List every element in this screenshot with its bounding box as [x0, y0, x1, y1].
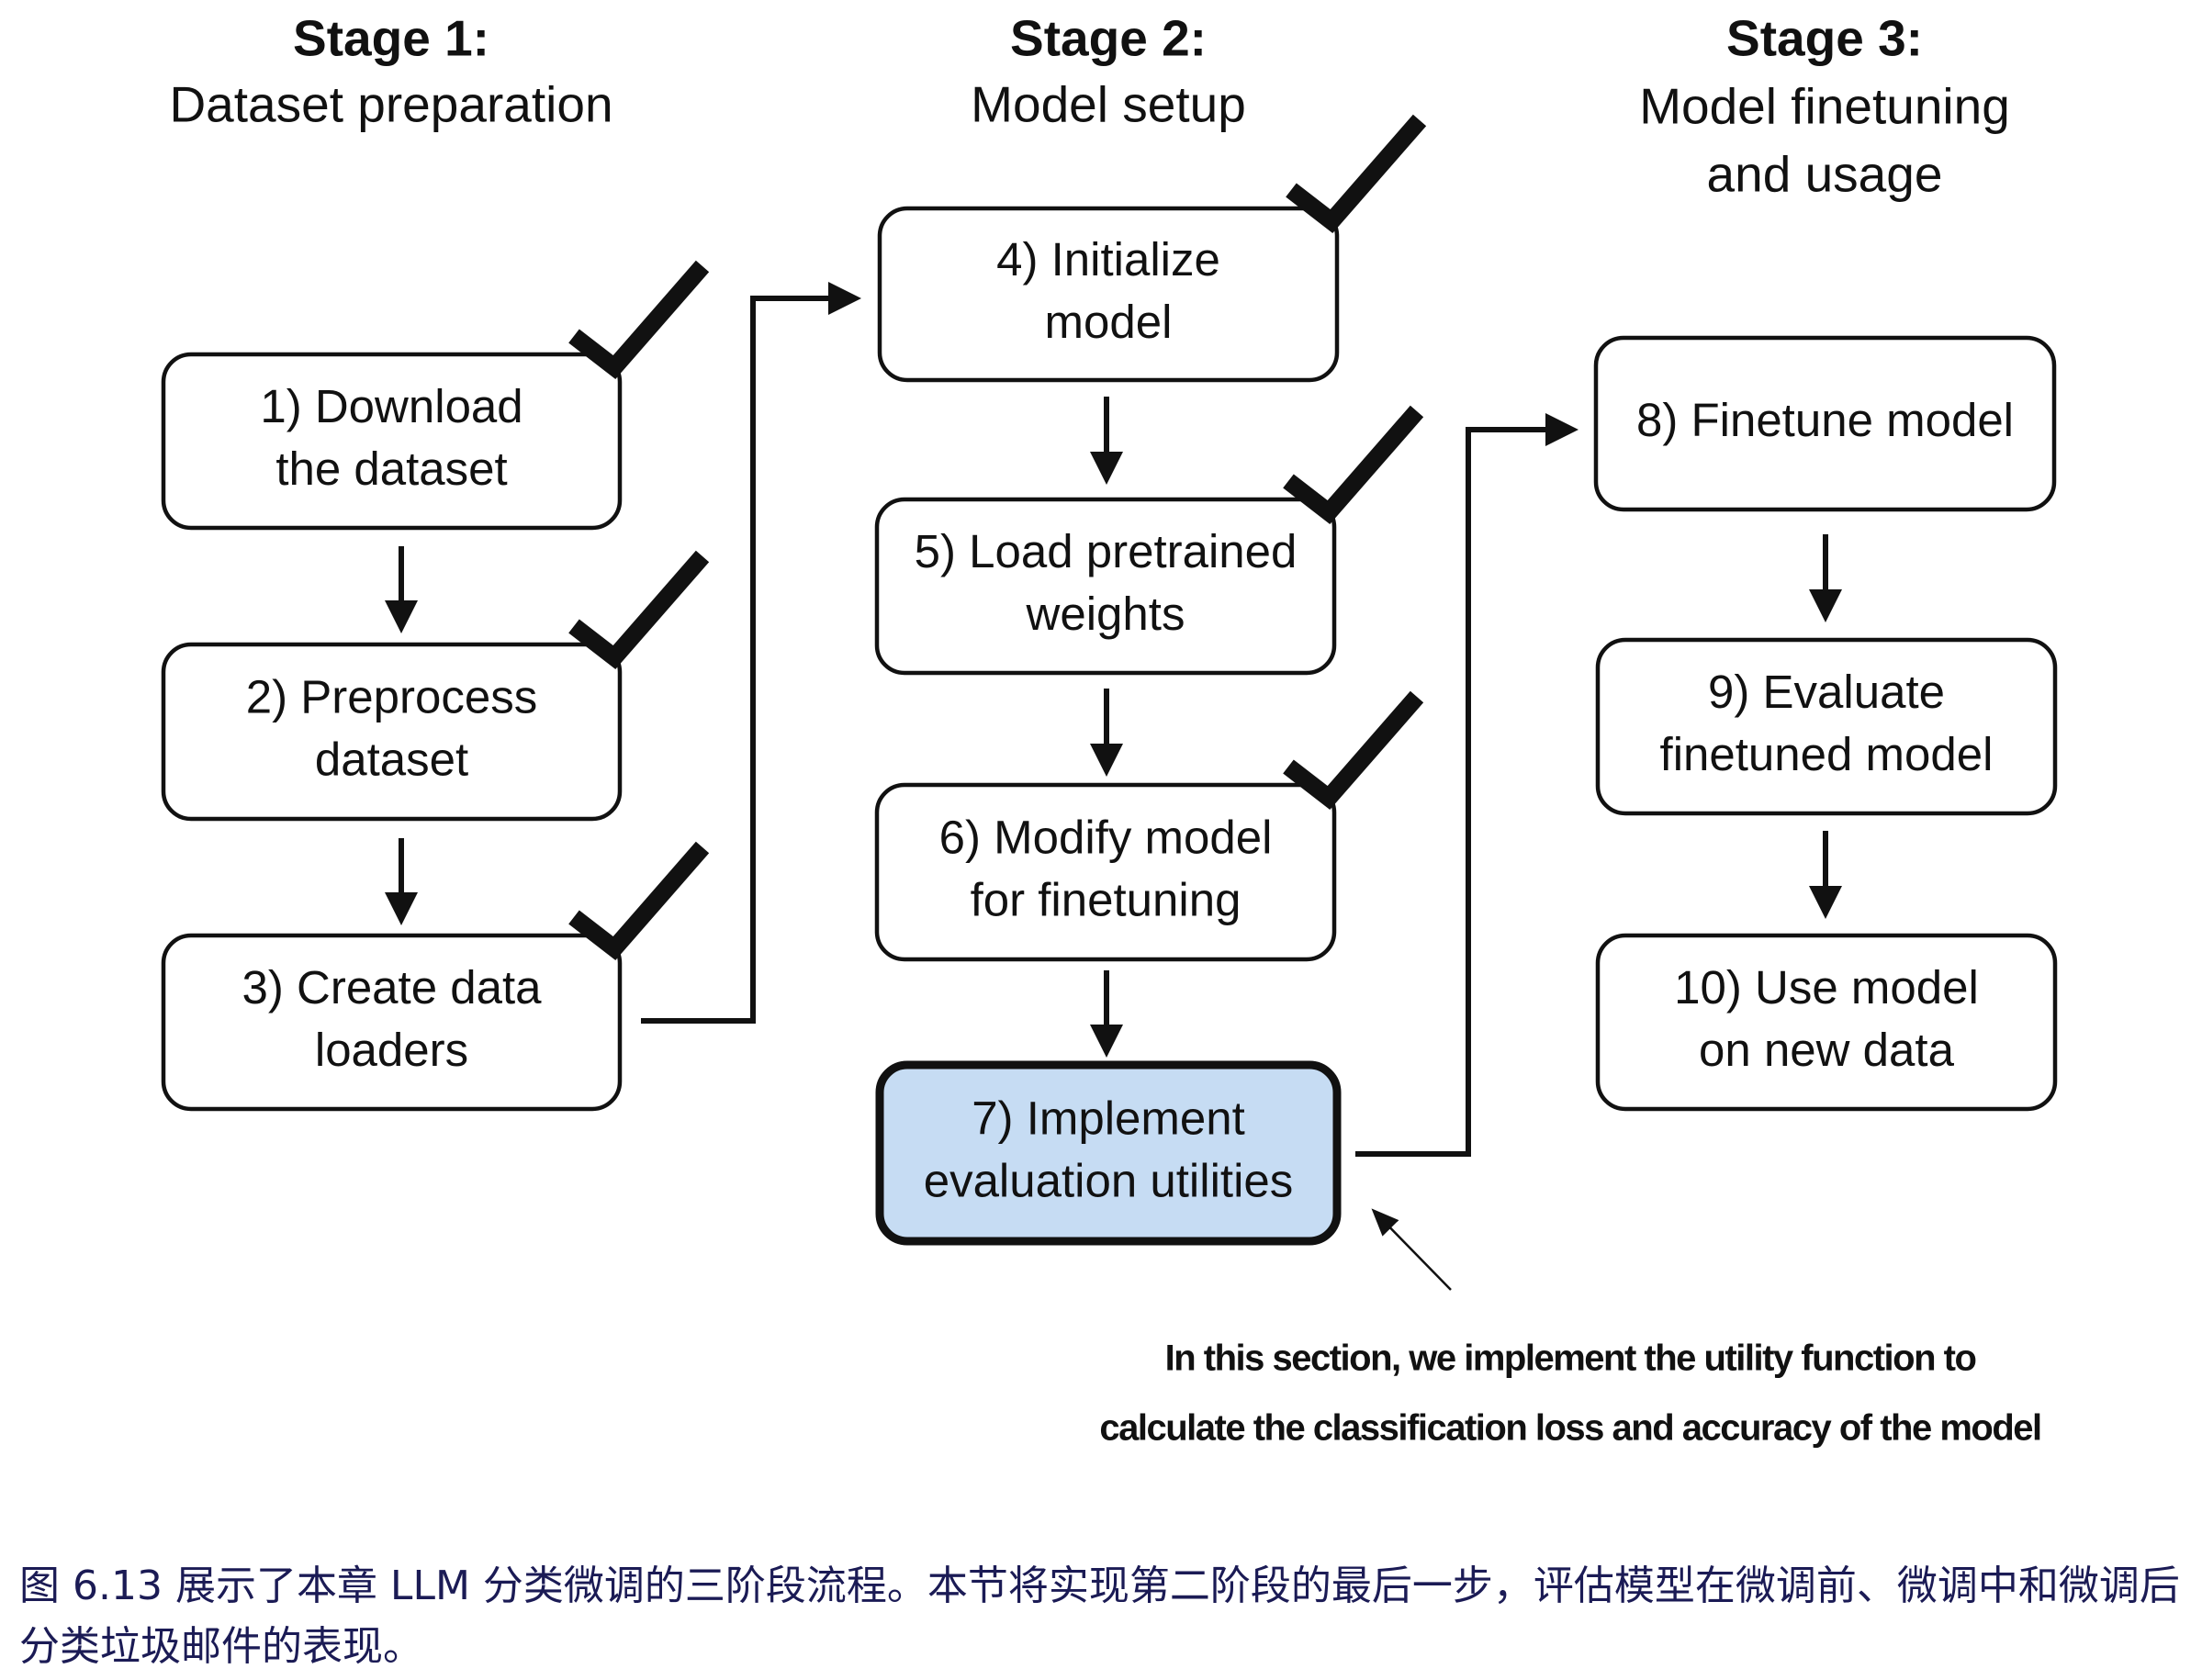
step-2-frame	[161, 642, 623, 822]
step-6-frame	[874, 782, 1337, 962]
step-1-label-line-1: 1) Download	[260, 380, 522, 432]
step-5-label-line-2: weights	[1026, 588, 1185, 640]
step-4-label-line-2: model	[1045, 296, 1173, 348]
step-7-box: 7) Implement evaluation utilities	[875, 1060, 1342, 1246]
annotation: In this section, we implement the utilit…	[1099, 1338, 2042, 1449]
step-6-label-line-2: for finetuning	[971, 873, 1241, 925]
step-2-box: 2) Preprocess dataset	[161, 550, 710, 822]
checkmark-icon	[568, 841, 710, 960]
arrow-3-to-4	[641, 282, 861, 1024]
step-8-box: 8) Finetune model	[1593, 335, 2057, 512]
stage-1-title: Stage 1:	[293, 10, 489, 67]
connectors	[385, 282, 1842, 1291]
step-5-label-line-1: 5) Load pretrained	[915, 525, 1298, 577]
arrow-7-to-8	[1355, 413, 1578, 1157]
step-9-label-line-1: 9) Evaluate	[1708, 666, 1945, 718]
step-3-label-line-2: loaders	[315, 1024, 468, 1076]
stage-3-subtitle-line2: and usage	[1707, 146, 1943, 203]
step-10-frame	[1595, 933, 2058, 1112]
step-3-box: 3) Create data loaders	[161, 841, 710, 1112]
checkmark-icon	[568, 260, 710, 379]
step-9-frame	[1595, 637, 2058, 816]
step-2-label-line-2: dataset	[315, 733, 468, 785]
step-10-label-line-1: 10) Use model	[1674, 961, 1979, 1014]
stage-1-subtitle: Dataset preparation	[169, 76, 612, 133]
step-2-label-line-1: 2) Preprocess	[246, 670, 537, 722]
annotation-pointer-arrow	[1371, 1208, 1452, 1291]
step-4-frame	[877, 206, 1340, 383]
stage-3-title: Stage 3:	[1726, 10, 1923, 67]
stage-3-subtitle-line1: Model finetuning	[1639, 78, 2010, 135]
annotation-line-1: In this section, we implement the utilit…	[1165, 1338, 1976, 1379]
step-3-label-line-1: 3) Create data	[242, 961, 542, 1014]
step-4-box: 4) Initialize model	[877, 114, 1427, 383]
step-boxes: 1) Download the dataset 2) Preprocess datas…	[161, 114, 2058, 1246]
step-9-label-line-2: finetuned model	[1660, 728, 1994, 780]
checkmark-icon	[1283, 405, 1424, 524]
step-6-box: 6) Modify model for finetuning	[874, 690, 1424, 962]
step-3-frame	[161, 933, 623, 1112]
step-8-frame	[1593, 335, 2057, 512]
checkmark-icon	[568, 550, 710, 669]
step-7-label-line-2: evaluation utilities	[924, 1154, 1294, 1206]
step-10-label-line-2: on new data	[1699, 1024, 1955, 1076]
step-8-label-line-1: 8) Finetune model	[1636, 394, 2014, 446]
step-5-box: 5) Load pretrained weights	[874, 405, 1424, 676]
step-1-frame	[161, 352, 623, 531]
checkmark-icon	[1286, 114, 1427, 233]
stage-1-header: Stage 1: Dataset preparation	[169, 10, 612, 133]
step-7-label-line-1: 7) Implement	[972, 1092, 1245, 1144]
figure-caption: 图 6.13 展示了本章 LLM 分类微调的三阶段流程。本节将实现第二阶段的最后…	[19, 1562, 2180, 1670]
step-10-box: 10) Use model on new data	[1595, 933, 2058, 1112]
stage-2-title: Stage 2:	[1010, 10, 1207, 67]
step-6-label-line-1: 6) Modify model	[939, 811, 1273, 863]
step-4-label-line-1: 4) Initialize	[996, 233, 1220, 286]
annotation-line-2: calculate the classification loss and ac…	[1099, 1408, 2040, 1449]
stage-2-subtitle: Model setup	[971, 76, 1246, 133]
stage-2-header: Stage 2: Model setup	[971, 10, 1246, 133]
step-1-box: 1) Download the dataset	[161, 260, 710, 531]
step-1-label-line-2: the dataset	[275, 442, 507, 495]
stage-3-header: Stage 3: Model finetuning and usage	[1639, 10, 2010, 203]
step-5-frame	[874, 497, 1337, 676]
checkmark-icon	[1283, 690, 1424, 810]
step-7-frame	[875, 1060, 1342, 1246]
step-9-box: 9) Evaluate finetuned model	[1595, 637, 2058, 816]
